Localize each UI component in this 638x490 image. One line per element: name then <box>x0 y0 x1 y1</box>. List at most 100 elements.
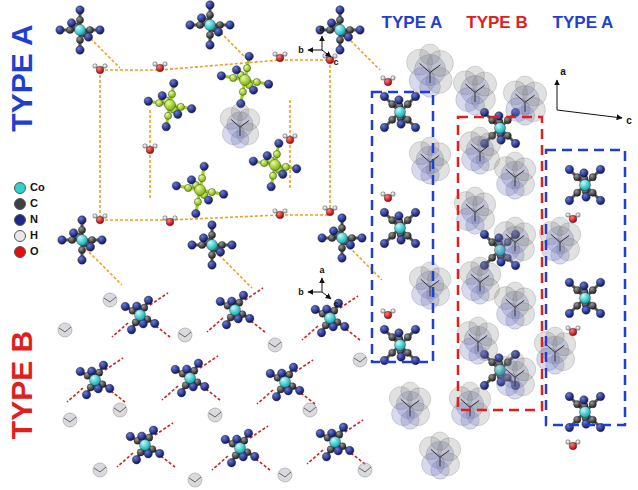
atom <box>411 356 419 364</box>
atom <box>185 373 196 384</box>
atom <box>121 302 129 310</box>
atom <box>389 116 396 123</box>
atom <box>565 392 573 400</box>
cyanide-complex <box>565 165 605 205</box>
atom <box>204 196 212 204</box>
atom <box>311 305 319 313</box>
atom <box>163 62 167 66</box>
atom <box>317 329 325 337</box>
atom <box>389 101 396 108</box>
atom <box>341 322 349 330</box>
atom <box>168 91 175 98</box>
cation <box>58 323 72 337</box>
atom <box>596 392 604 400</box>
atom <box>411 123 419 131</box>
cation <box>103 293 117 307</box>
atom <box>283 134 287 138</box>
atom <box>389 334 396 341</box>
atom <box>78 216 86 224</box>
atom <box>177 389 185 397</box>
atom <box>76 36 83 43</box>
atom <box>338 224 345 231</box>
atom <box>228 241 236 249</box>
cation <box>409 137 450 184</box>
atom <box>93 64 97 68</box>
hbond-lines <box>67 22 382 470</box>
cyanide-complex <box>380 92 420 132</box>
atom <box>292 165 300 173</box>
cation <box>113 403 127 417</box>
atom <box>99 361 107 369</box>
atom <box>194 198 201 205</box>
atom <box>158 92 166 100</box>
cyanide-complex <box>266 363 304 401</box>
atom <box>164 112 171 119</box>
atom <box>574 189 581 196</box>
atom <box>565 196 573 204</box>
atom <box>381 309 385 313</box>
atom <box>86 243 94 251</box>
atom <box>346 241 354 249</box>
atom <box>78 226 85 233</box>
atom <box>397 236 405 244</box>
hydrogen-bond <box>67 388 83 402</box>
atom <box>187 105 195 113</box>
atom <box>135 310 146 321</box>
atom <box>240 75 251 86</box>
atom <box>580 180 591 191</box>
atom <box>76 16 83 23</box>
atom <box>219 190 227 198</box>
cyanide-complex <box>565 278 605 318</box>
type-heading: TYPE A <box>382 14 443 31</box>
water <box>93 64 107 74</box>
atom <box>395 96 403 104</box>
type-heading: TYPE B <box>466 14 527 31</box>
cation <box>278 468 292 482</box>
atom <box>263 152 271 160</box>
atom <box>327 19 335 27</box>
atom <box>296 386 304 394</box>
atom <box>589 302 596 309</box>
cyanide-complex <box>318 214 366 262</box>
hydrogen-bond <box>307 450 323 464</box>
atom <box>239 291 247 299</box>
atom <box>245 52 253 60</box>
atom <box>233 435 241 443</box>
cyanide-complex <box>217 52 273 108</box>
atom <box>198 175 205 182</box>
atom <box>391 309 395 313</box>
atom <box>208 251 215 258</box>
atom <box>282 163 289 170</box>
cation <box>457 317 498 364</box>
atom <box>596 309 604 317</box>
atom <box>270 160 281 171</box>
atom <box>384 194 392 202</box>
atom <box>574 174 581 181</box>
atom <box>596 196 604 204</box>
atom <box>328 429 336 437</box>
atom <box>391 192 395 196</box>
atom <box>323 206 327 210</box>
atom <box>273 209 277 213</box>
atom <box>138 432 146 440</box>
atom <box>397 353 405 361</box>
atom <box>206 11 213 18</box>
cations <box>220 44 581 479</box>
atom <box>103 64 107 68</box>
atom <box>335 25 346 36</box>
atom <box>580 169 588 177</box>
atom <box>589 189 596 196</box>
atom <box>380 92 388 100</box>
hydrogen-bond <box>162 386 178 400</box>
atom <box>132 456 140 464</box>
cyanide-complex <box>221 429 259 467</box>
atom <box>188 241 196 249</box>
atom <box>565 309 573 317</box>
atom <box>489 254 496 261</box>
atom <box>197 14 205 22</box>
hydrogen-bond <box>117 453 133 467</box>
atom <box>177 103 184 110</box>
atom <box>338 214 346 222</box>
atom <box>208 188 215 195</box>
